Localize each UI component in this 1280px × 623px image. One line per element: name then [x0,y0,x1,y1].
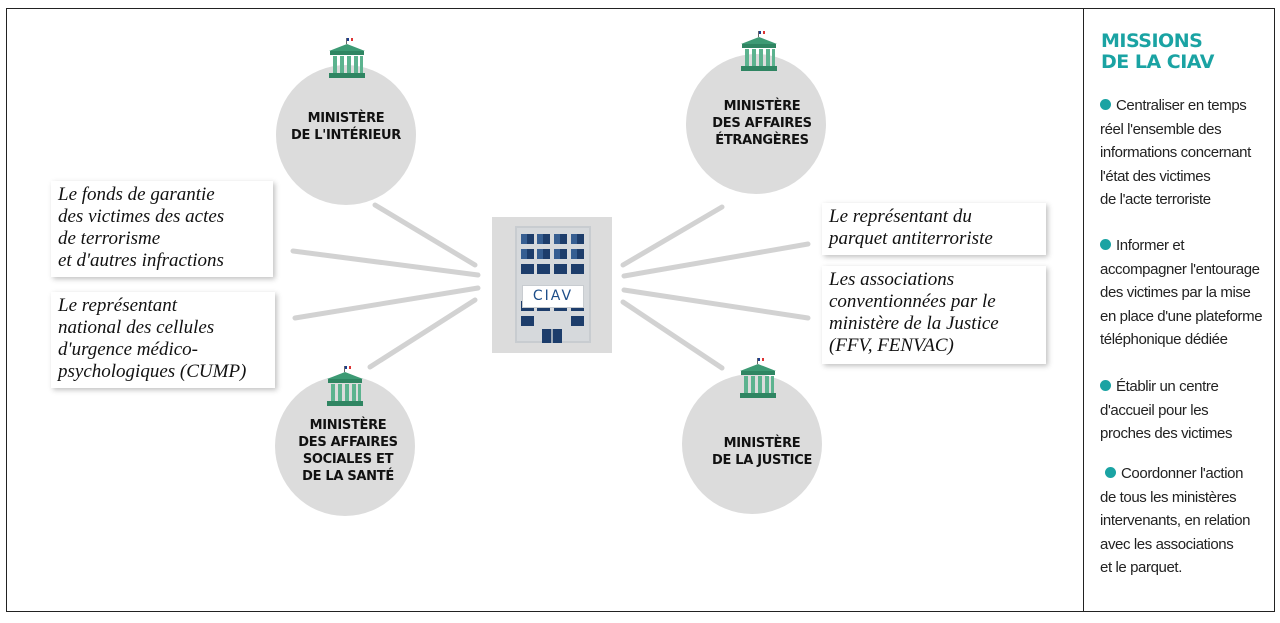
box-fonds-garantie: Le fonds de garantie des victimes des ac… [51,181,273,277]
ministry-label-line: DE LA JUSTICE [711,453,813,468]
ministry-label-line: DES AFFAIRES [298,435,398,450]
ciav-label: CIAV [522,285,584,308]
panel-title-line: MISSIONS [1101,30,1203,52]
panel-title: MISSIONS DE LA CIAV [1101,31,1214,73]
connector-cump [292,285,481,321]
mission-line: Informer et [1116,237,1185,254]
box-line: et d'autres infractions [58,250,224,271]
box-associations: Les associations conventionnées par le m… [822,266,1046,364]
ministry-label-line: MINISTÈRE [307,111,385,126]
box-line: de terrorisme [58,228,161,249]
box-line: (FFV, FENVAC) [829,335,954,356]
mission-line: avec les associations [1100,535,1234,553]
ministry-label-line: ÉTRANGÈRES [715,133,809,148]
ministry-label-justice: MINISTÈRE DE LA JUSTICE [687,435,837,469]
ministry-label-line: MINISTÈRE [723,436,801,451]
mission-line: Établir un centre [1116,378,1219,395]
connector-fonds [290,248,481,278]
box-line: Le fonds de garantie [58,184,215,205]
mission-line: des victimes par la mise [1100,284,1251,301]
ministry-label-line: SOCIALES ET [302,452,394,467]
bullet-icon [1105,467,1116,478]
ministry-label-interieur: MINISTÈRE DE L'INTÉRIEUR [271,110,421,144]
mission-line: réel l'ensemble des [1100,120,1222,138]
connector-justice [620,299,725,371]
mission-line: intervenants, en relation [1100,512,1251,529]
ciav-label-text: CIAV [532,288,574,304]
mission-line: proches des victimes [1100,425,1233,442]
connector-parquet [621,241,811,279]
box-line: conventionnées par le [829,291,996,312]
diagram-frame [6,8,1275,612]
connector-interieur [372,202,478,268]
box-line: national des cellules [58,317,215,338]
box-line: Les associations [829,269,955,290]
ministry-label-line: DES AFFAIRES [712,116,812,131]
box-line: ministère de la Justice [829,313,999,334]
ministry-circle-affaires-etrangeres [686,54,826,194]
bullet-icon [1100,239,1111,250]
panel-divider [1083,8,1084,612]
mission-line: Coordonner l'action [1121,465,1244,482]
connector-etrangeres [620,204,725,268]
mission-item: Informer et accompagner l'entourage des … [1100,234,1265,352]
mission-line: téléphonique dédiée [1100,331,1228,348]
mission-line: informations concernant [1100,144,1251,161]
panel-title-line: DE LA CIAV [1101,51,1214,73]
ministry-circle-interieur [276,65,416,205]
government-building-icon [329,38,365,78]
box-line: parquet antiterroriste [829,228,993,249]
connector-associations [621,287,811,321]
mission-item: Établir un centre d'accueil pour les pro… [1100,375,1265,446]
ministry-label-line: MINISTÈRE [309,418,387,433]
mission-line: de tous les ministères [1100,488,1237,506]
box-parquet: Le représentant du parquet antiterrorist… [822,203,1046,255]
mission-line: et le parquet. [1100,559,1182,576]
mission-line: en place d'une plateforme [1100,307,1263,325]
government-building-icon [741,31,777,71]
box-line: des victimes des actes [58,206,225,227]
office-building-icon [515,226,591,343]
government-building-icon [740,358,776,398]
connector-sociales [367,297,478,370]
government-building-icon [327,366,363,406]
box-line: Le représentant du [829,206,972,227]
mission-item: Coordonner l'action de tous les ministèr… [1100,462,1265,580]
mission-line: l'état des victimes [1100,167,1211,185]
mission-line: Centraliser en temps [1116,97,1247,114]
ministry-label-line: DE LA SANTÉ [302,469,394,484]
bullet-icon [1100,99,1111,110]
box-line: d'urgence médico- [58,339,198,360]
box-line: Le représentant [58,295,178,316]
bullet-icon [1100,380,1111,391]
ministry-label-affaires-etrangeres: MINISTÈRE DES AFFAIRES ÉTRANGÈRES [687,98,837,149]
mission-item: Centraliser en temps réel l'ensemble des… [1100,94,1265,212]
mission-line: de l'acte terroriste [1100,191,1211,208]
box-line: psychologiques (CUMP) [58,361,247,382]
ministry-label-line: DE L'INTÉRIEUR [290,128,402,143]
box-cump: Le représentant national des cellules d'… [51,292,275,388]
mission-line: accompagner l'entourage [1100,260,1260,278]
ministry-label-line: MINISTÈRE [723,99,801,114]
mission-line: d'accueil pour les [1100,401,1209,419]
ministry-label-affaires-sociales: MINISTÈRE DES AFFAIRES SOCIALES ET DE LA… [273,417,423,485]
